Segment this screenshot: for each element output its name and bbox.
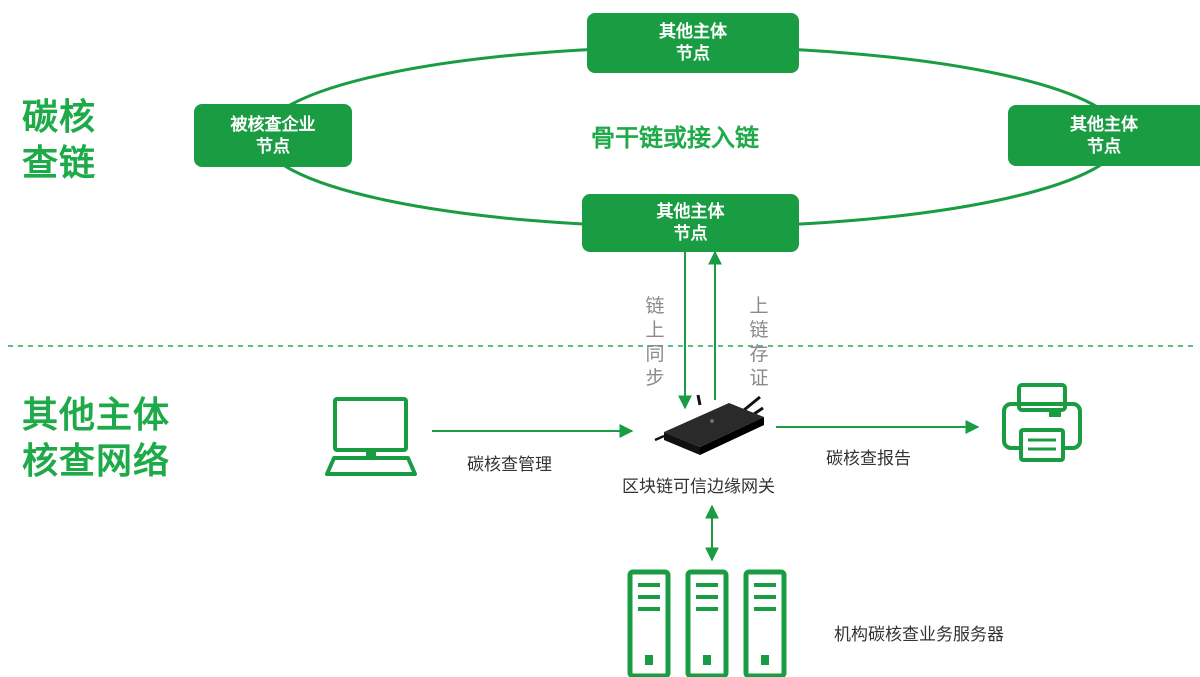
node-label-line: 其他主体	[656, 202, 725, 222]
node-label-line: 节点	[676, 44, 710, 64]
chain-node-audited-enterprise: 被核查企业 节点	[194, 104, 352, 167]
management-label: 碳核查管理	[467, 455, 552, 475]
section-title-line: 碳核	[22, 97, 97, 138]
upload-up-label: 上链存证	[749, 295, 769, 389]
node-label-line: 被核查企业	[230, 114, 316, 135]
section-title-line: 查链	[22, 143, 97, 184]
server-label: 机构碳核查业务服务器	[834, 625, 1004, 645]
server-icon	[685, 569, 729, 677]
computer-icon	[325, 397, 417, 476]
report-label: 碳核查报告	[826, 449, 911, 469]
section-title-carbon-chain: 碳核 查链	[22, 95, 96, 187]
section-title-verification-network: 其他主体 核查网络	[22, 393, 170, 485]
server-icon	[627, 569, 671, 677]
gateway-device-icon	[654, 394, 764, 455]
section-title-line: 其他主体	[22, 395, 171, 436]
chain-node-top: 其他主体 节点	[587, 13, 799, 73]
sync-down-label: 链上同步	[645, 295, 665, 389]
node-label-line: 其他主体	[1070, 114, 1138, 135]
printer-icon	[1002, 383, 1082, 462]
node-label-line: 节点	[673, 224, 708, 244]
node-label-line: 其他主体	[659, 22, 727, 42]
section-title-line: 核查网络	[22, 441, 171, 482]
node-label-line: 节点	[256, 136, 290, 157]
chain-node-bottom: 其他主体 节点	[582, 194, 799, 252]
server-icon	[743, 569, 787, 677]
node-label-line: 节点	[1087, 136, 1121, 157]
gateway-label: 区块链可信边缘网关	[622, 477, 775, 497]
chain-node-right: 其他主体 节点	[1008, 105, 1200, 166]
chain-center-label: 骨干链或接入链	[591, 124, 759, 152]
